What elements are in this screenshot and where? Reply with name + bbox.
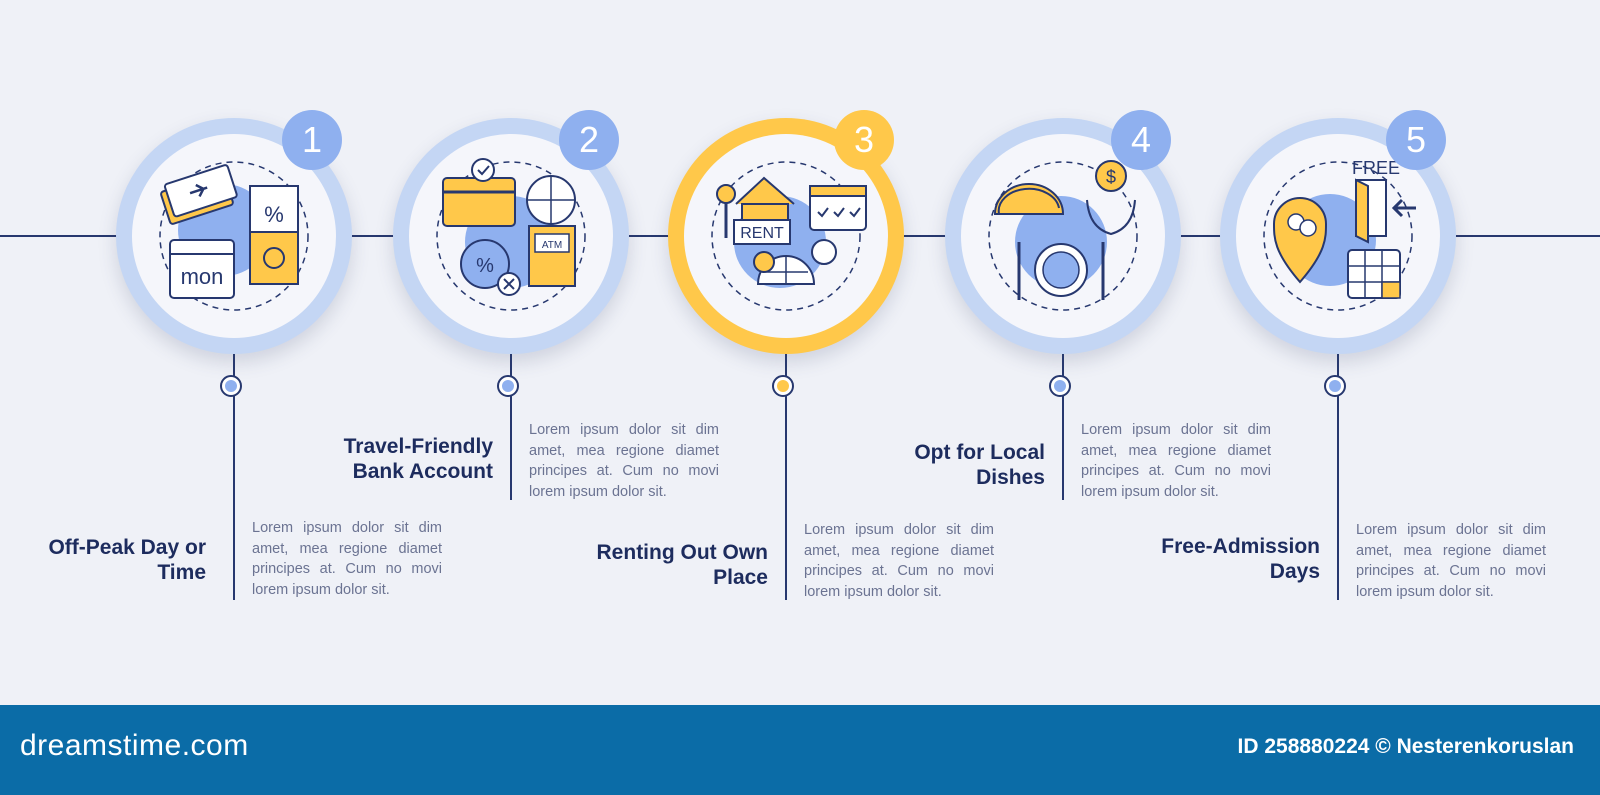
step-description: Lorem ipsum dolor sit dim amet, mea regi… <box>1356 522 1546 600</box>
watermark-footer-bar: dreamstime.com ID 258880224 © Nesterenko… <box>0 705 1600 795</box>
house-rent-globe-icon: RENT <box>711 161 867 311</box>
step-stem <box>785 340 787 600</box>
step-1: % mon 1 Off-Peak Day or Time Lorem ipsum… <box>48 0 442 705</box>
timeline-dot <box>1324 375 1346 397</box>
step-stem <box>1062 340 1064 500</box>
image-credit: ID 258880224 © Nesterenkoruslan <box>1237 735 1575 758</box>
step-3: RENT 3 Renting Out Own Place Lorem ipsum… <box>597 0 994 705</box>
step-number-badge: 3 <box>834 110 894 170</box>
step-description: Lorem ipsum dolor sit dim amet, mea regi… <box>804 522 994 600</box>
icon-dollar-label: $ <box>1106 167 1116 187</box>
step-title: Free-Admission Days <box>1161 535 1320 583</box>
icon-free-label: FREE <box>1352 158 1400 178</box>
step-5: FREE 5 Free-Admission Days Lorem ipsum d… <box>1161 0 1546 705</box>
taco-plate-money-icon: $ <box>988 160 1138 311</box>
timeline-dot <box>772 375 794 397</box>
step-4: $ 4 Opt for Local Dishes Lorem ipsum dol… <box>914 0 1271 705</box>
step-description: Lorem ipsum dolor sit dim amet, mea regi… <box>1081 422 1271 500</box>
step-stem <box>1337 340 1339 600</box>
step-title: Opt for Local Dishes <box>914 441 1045 489</box>
step-title: Travel-Friendly Bank Account <box>343 435 493 483</box>
step-title: Renting Out Own Place <box>596 541 768 589</box>
icon-rent-label: RENT <box>740 225 784 242</box>
timeline-dot <box>220 375 242 397</box>
timeline-dot <box>1049 375 1071 397</box>
icon-percent-label: % <box>476 255 494 277</box>
step-description: Lorem ipsum dolor sit dim amet, mea regi… <box>252 520 442 598</box>
icon-atm-label: ATM <box>542 240 562 251</box>
step-number-badge: 5 <box>1386 110 1446 170</box>
step-number-badge: 4 <box>1111 110 1171 170</box>
step-2: ATM % 2 Travel-Friendly Bank Account Lor… <box>344 0 719 705</box>
step-number-badge: 1 <box>282 110 342 170</box>
icon-mon-label: mon <box>181 264 224 289</box>
step-ring <box>393 118 629 354</box>
bank-card-atm-icon: ATM % <box>436 158 586 311</box>
tickets-calendar-discount-icon: % mon <box>159 161 309 311</box>
infographic-canvas: % mon 1 Off-Peak Day or Time Lorem ipsum… <box>0 0 1600 705</box>
step-title: Off-Peak Day or Time <box>48 536 206 584</box>
step-stem <box>233 340 235 600</box>
timeline-dot <box>497 375 519 397</box>
theater-pin-free-entry-icon: FREE <box>1263 158 1416 311</box>
step-stem <box>510 340 512 500</box>
icon-percent-label: % <box>264 202 284 227</box>
step-description: Lorem ipsum dolor sit dim amet, mea regi… <box>529 422 719 500</box>
brand-logo-text: dreamstime.com <box>20 729 249 762</box>
step-number-badge: 2 <box>559 110 619 170</box>
